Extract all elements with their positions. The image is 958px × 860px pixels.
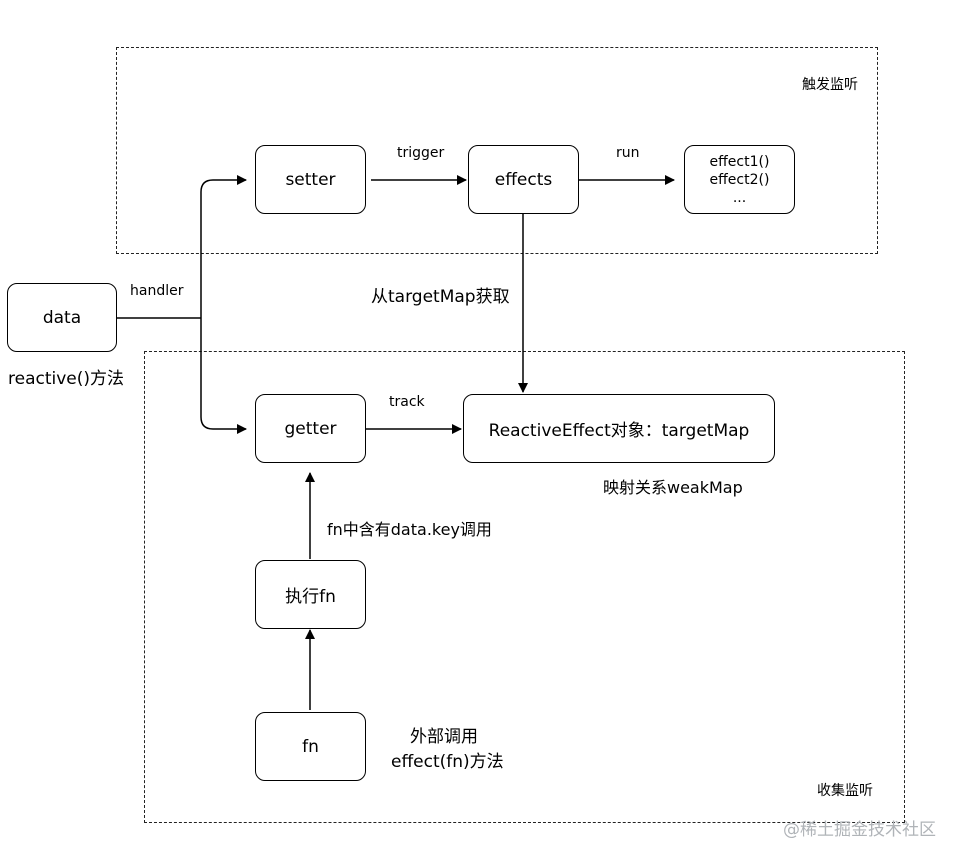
effects-node: effects bbox=[468, 145, 579, 214]
external-call-label: 外部调用 bbox=[410, 727, 478, 747]
data-node: data bbox=[7, 283, 117, 352]
trigger-group bbox=[116, 47, 878, 254]
fn-node-label: fn bbox=[302, 736, 319, 757]
handler-to-getter-edge bbox=[200, 318, 247, 434]
handler-label: handler bbox=[130, 283, 184, 299]
target-map-node: ReactiveEffect对象：targetMap bbox=[463, 394, 775, 463]
getter-node: getter bbox=[255, 394, 366, 463]
effect-list-item: effect1() bbox=[709, 153, 770, 170]
setter-node: setter bbox=[255, 145, 366, 214]
watermark: @稀土掘金技术社区 bbox=[783, 820, 936, 840]
trigger-group-label: 触发监听 bbox=[802, 77, 858, 93]
setter-node-label: setter bbox=[285, 169, 336, 190]
effect-list-item: ... bbox=[732, 189, 747, 206]
effect-list-node: effect1() effect2() ... bbox=[684, 145, 795, 214]
run-label: run bbox=[616, 145, 640, 161]
target-map-node-label: ReactiveEffect对象：targetMap bbox=[488, 421, 750, 441]
collect-group-label: 收集监听 bbox=[817, 783, 873, 799]
handler-to-setter-edge bbox=[200, 175, 247, 318]
getter-node-label: getter bbox=[284, 418, 337, 439]
weakmap-relation-label: 映射关系weakMap bbox=[603, 478, 743, 497]
effect-method-label: effect(fn)方法 bbox=[391, 752, 504, 772]
trigger-label: trigger bbox=[397, 145, 445, 161]
from-targetmap-label: 从targetMap获取 bbox=[371, 287, 510, 307]
collect-group bbox=[144, 351, 905, 823]
exec-fn-node: 执行fn bbox=[255, 560, 366, 629]
reactive-method-label: reactive()方法 bbox=[8, 369, 125, 389]
effects-node-label: effects bbox=[494, 169, 553, 190]
track-label: track bbox=[389, 394, 425, 410]
fn-node: fn bbox=[255, 712, 366, 781]
exec-fn-node-label: 执行fn bbox=[285, 587, 336, 607]
effect-list-item: effect2() bbox=[709, 171, 770, 188]
fn-contains-label: fn中含有data.key调用 bbox=[327, 520, 492, 539]
data-node-label: data bbox=[42, 307, 82, 328]
